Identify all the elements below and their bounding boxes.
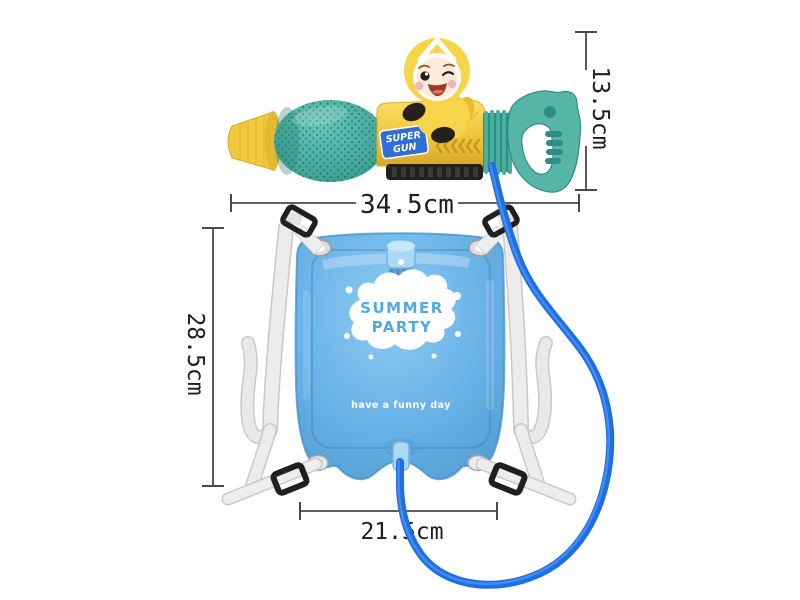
left-strap bbox=[221, 204, 325, 506]
tank-tagline: have a funny day bbox=[351, 400, 451, 411]
handle-hole bbox=[544, 106, 556, 118]
tank-height-label: 28.5cm bbox=[182, 312, 208, 395]
rider-character bbox=[402, 37, 475, 144]
tank-logo-line1: SUMMER bbox=[360, 299, 444, 317]
dimension-tank-width: 21.5cm bbox=[299, 502, 498, 545]
character-wink-eye bbox=[441, 71, 455, 77]
dimension-gun-height: 13.5cm bbox=[575, 31, 613, 191]
water-gun: SUPER GUN bbox=[227, 37, 582, 193]
tank-logo-line2: PARTY bbox=[372, 318, 433, 336]
character-eye bbox=[420, 71, 430, 81]
water-tube bbox=[396, 162, 615, 589]
gun-base-ridges bbox=[392, 167, 478, 177]
gun-pump-connector bbox=[483, 110, 512, 175]
right-bottom-buckle bbox=[488, 462, 528, 496]
left-bottom-buckle bbox=[270, 462, 310, 496]
left-top-buckle bbox=[280, 204, 318, 238]
gun-height-label: 13.5cm bbox=[587, 66, 613, 149]
character-mitten bbox=[402, 102, 426, 122]
tank-logo: SUMMER PARTY bbox=[344, 259, 461, 360]
gun-badge: SUPER GUN bbox=[379, 124, 429, 160]
gun-badge-line2: GUN bbox=[393, 141, 418, 155]
gun-badge-line1: SUPER bbox=[385, 130, 422, 146]
gun-length-label: 34.5cm bbox=[360, 190, 454, 220]
handle-finger-ridges bbox=[545, 131, 563, 164]
water-tank: SUMMER PARTY have a funny day bbox=[294, 232, 506, 481]
character-mouth bbox=[428, 83, 447, 97]
dimension-gun-length: 34.5cm bbox=[230, 190, 580, 220]
shoulder-straps bbox=[221, 204, 577, 506]
gun-pressure-bulb bbox=[274, 100, 386, 182]
dimension-tank-height: 28.5cm bbox=[182, 227, 224, 487]
character-boot bbox=[431, 126, 455, 144]
gun-nozzle bbox=[227, 111, 281, 171]
character-face bbox=[416, 57, 458, 99]
gun-handle bbox=[507, 90, 582, 193]
